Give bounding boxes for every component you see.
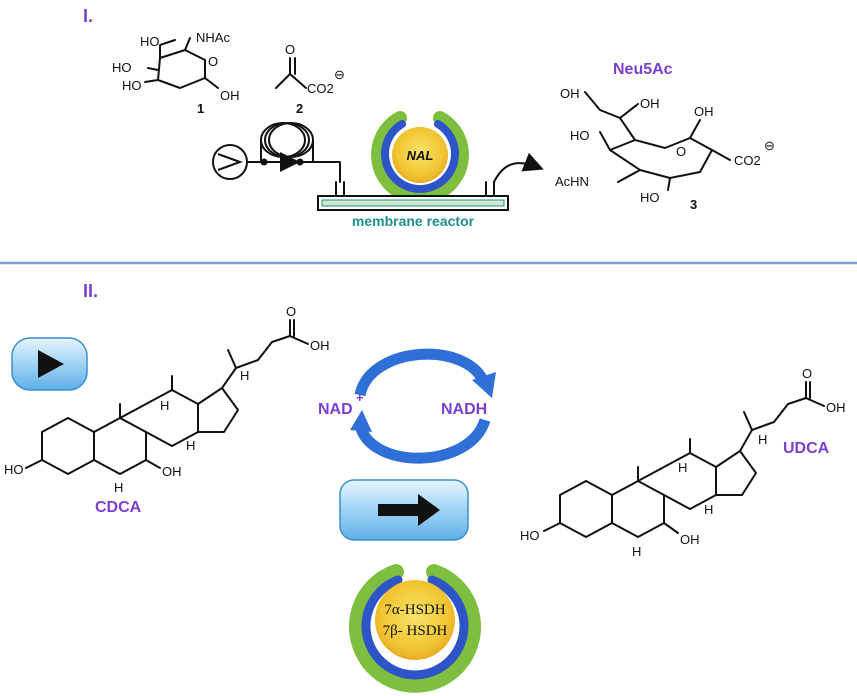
nal-enzyme-capsule: NAL <box>371 111 469 204</box>
section-2-label: II. <box>83 281 98 301</box>
hsdh-enzyme-capsule: 7α-HSDH 7β- HSDH <box>349 564 481 693</box>
udca-group-oh-acid: OH <box>826 400 846 415</box>
cdca-name: CDCA <box>95 499 142 516</box>
cdca-h-2: H <box>160 398 169 413</box>
cdca-structure: OH HO OH O H H H H CDCA <box>4 304 330 516</box>
udca-h-4: H <box>632 544 641 559</box>
c1-group-ho-low: HO <box>122 78 142 93</box>
n-group-ring-o: O <box>676 144 686 159</box>
udca-name: UDCA <box>783 440 830 457</box>
compound-2-structure: O CO2 ⊖ 2 <box>275 42 345 116</box>
n-group-ho: HO <box>570 128 590 143</box>
c2-group-o: O <box>285 42 295 57</box>
neu5ac-name: Neu5Ac <box>613 61 673 78</box>
section-1-label: I. <box>83 6 93 26</box>
nad-charge: + <box>356 390 364 405</box>
n-group-ho-low: HO <box>640 190 660 205</box>
c1-group-ho-mid: HO <box>112 60 132 75</box>
udca-h-1: H <box>758 432 767 447</box>
right-arrow-button-icon[interactable] <box>339 479 469 541</box>
enzyme-7a-hsdh: 7α-HSDH <box>384 602 445 618</box>
n-group-oh-3: OH <box>694 104 714 119</box>
membrane-reactor-label: membrane reactor <box>352 213 475 229</box>
membrane-reactor: membrane reactor <box>317 152 544 229</box>
cdca-group-ho: HO <box>4 462 24 477</box>
neu5ac-number: 3 <box>690 197 697 212</box>
c1-group-oh: OH <box>220 88 240 103</box>
cdca-h-3: H <box>186 438 195 453</box>
n-group-oh-1: OH <box>560 86 580 101</box>
nal-label: NAL <box>407 148 434 163</box>
neu5ac-structure: Neu5Ac OH OH HO OH O AcHN HO CO2 ⊖ 3 <box>555 61 775 212</box>
c1-group-ring-o: O <box>208 54 218 69</box>
cdca-group-o: O <box>286 304 296 319</box>
udca-h-3: H <box>704 502 713 517</box>
nadh-label: NADH <box>441 401 487 418</box>
udca-group-oh-7: OH <box>680 532 700 547</box>
cdca-group-oh-acid: OH <box>310 338 330 353</box>
n-group-oh-2: OH <box>640 96 660 111</box>
n-group-co2: CO2 <box>734 153 761 168</box>
c1-group-ho-top: HO <box>140 34 160 49</box>
compound-1-number: 1 <box>197 101 204 116</box>
play-button-icon[interactable] <box>11 337 88 391</box>
enzyme-7b-hsdh: 7β- HSDH <box>383 623 448 639</box>
cdca-group-oh-7: OH <box>162 464 182 479</box>
c2-group-co2: CO2 <box>307 81 334 96</box>
udca-group-o: O <box>802 366 812 381</box>
c2-charge: ⊖ <box>334 67 345 82</box>
udca-h-2: H <box>678 460 687 475</box>
n-group-achn: AcHN <box>555 174 589 189</box>
flow-pump-icon <box>212 144 248 180</box>
compound-1-structure: HO NHAc HO HO O OH 1 <box>112 30 240 116</box>
compound-2-number: 2 <box>296 101 303 116</box>
cofactor-cycle: NAD + NADH <box>318 348 496 464</box>
nad-label: NAD <box>318 401 353 418</box>
cdca-h-4: H <box>114 480 123 495</box>
cdca-h-1: H <box>240 368 249 383</box>
udca-structure: OH HO OH O H H H H UDCA <box>520 366 846 559</box>
c1-group-nhac: NHAc <box>196 30 230 45</box>
coil-reactor-icon <box>246 122 341 183</box>
n-charge: ⊖ <box>764 138 775 153</box>
udca-group-ho: HO <box>520 528 540 543</box>
